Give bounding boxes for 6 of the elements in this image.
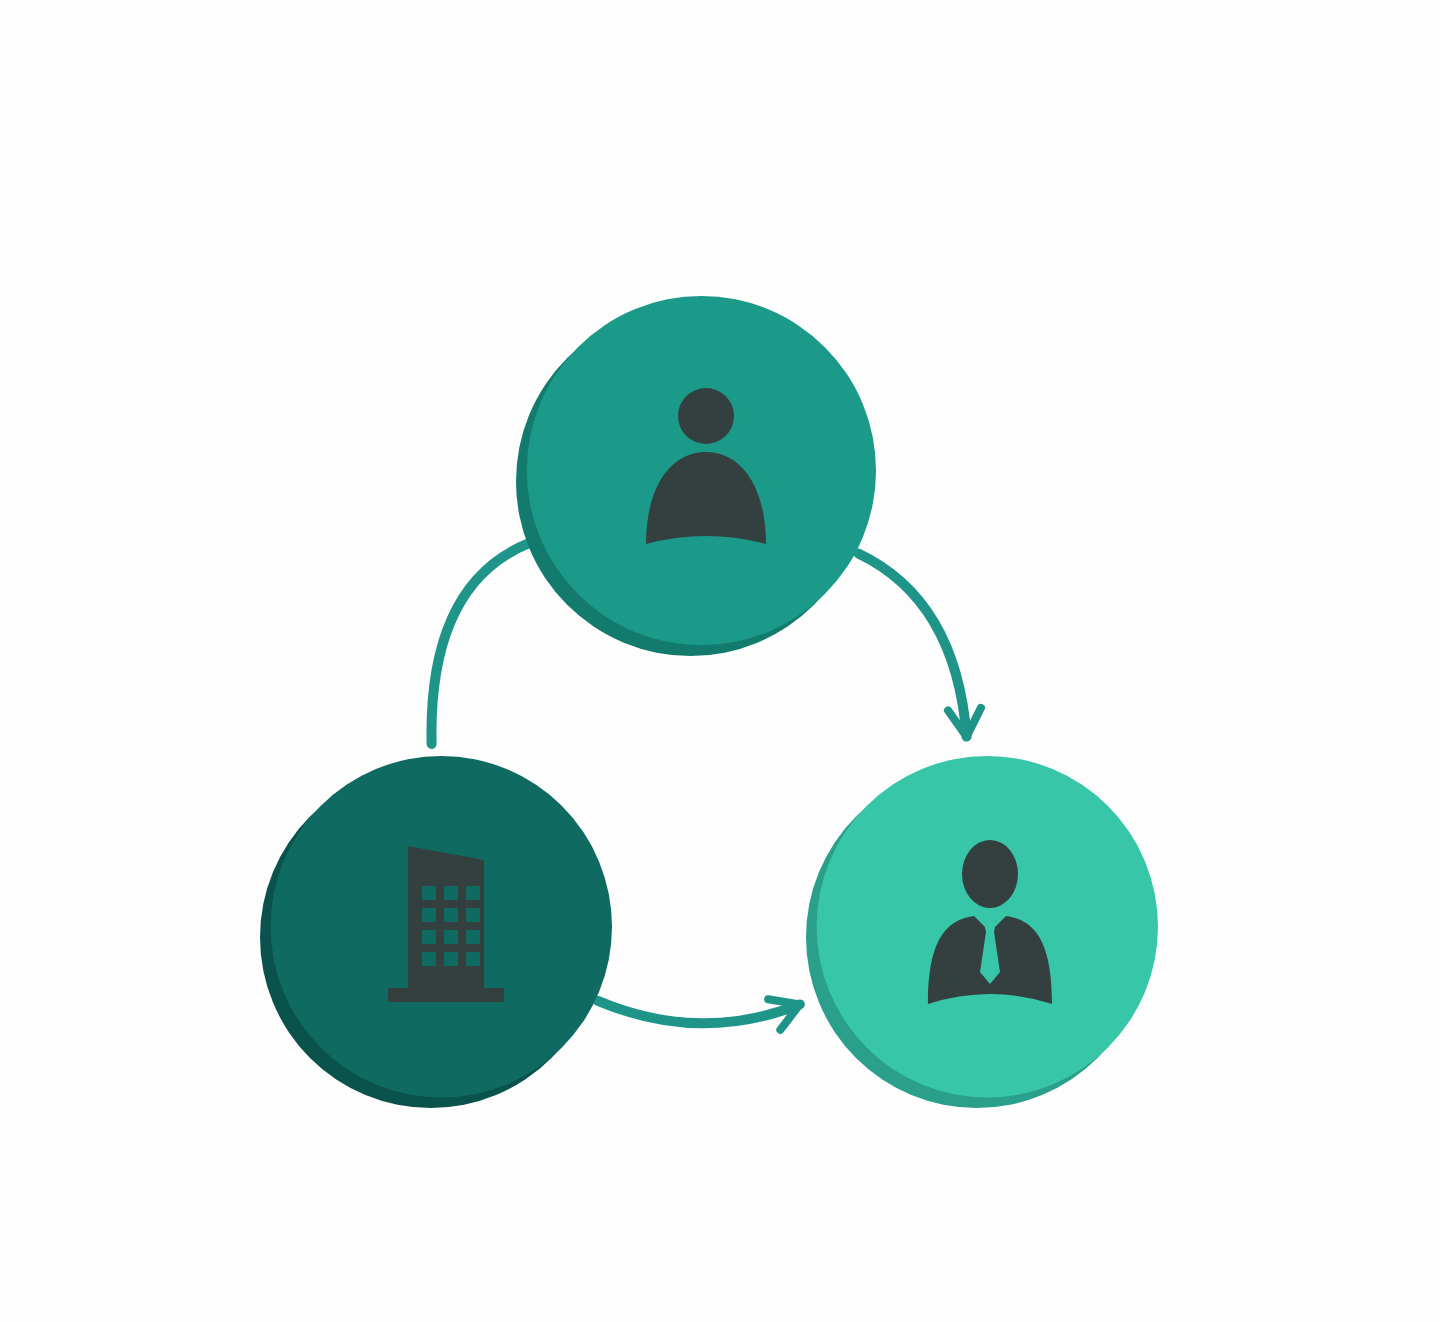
connector-line <box>426 538 534 749</box>
disc-node <box>806 756 1158 1108</box>
disc-node <box>516 296 876 656</box>
arrow <box>593 994 805 1034</box>
disc-node <box>260 756 612 1108</box>
arrow <box>853 548 985 742</box>
